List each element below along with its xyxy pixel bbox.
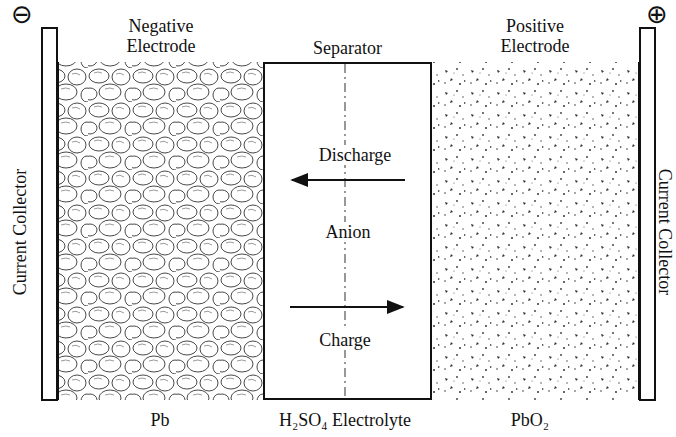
current-collector [640,28,655,400]
charge-label: Charge [316,330,374,350]
material-label: PbO₂ [511,410,549,430]
discharge-label: Discharge [316,145,395,165]
discharge-arrow [292,179,405,181]
collector-label: Current Collector [10,169,30,295]
electrolyte-label: H₂SO₄ Electrolyte [279,410,411,430]
negative-terminal: ⊖ [11,1,33,27]
electrode-heading: Separator [288,38,408,58]
charge-arrow [290,306,403,308]
positive-terminal: ⊕ [646,1,668,27]
electrode-heading: Positive Electrode [480,16,590,56]
electrode-heading: Negative Electrode [106,16,216,56]
lead-texture [57,62,265,400]
positive-electrode: Positive Electrode [430,62,640,400]
current-collector [42,28,57,400]
ion-label: Anion [323,222,374,242]
lead-dioxide-texture [430,62,640,400]
material-label: Pb [150,410,169,430]
collector-label: Current Collector [655,169,675,295]
negative-electrode: Negative Electrode [57,62,265,400]
